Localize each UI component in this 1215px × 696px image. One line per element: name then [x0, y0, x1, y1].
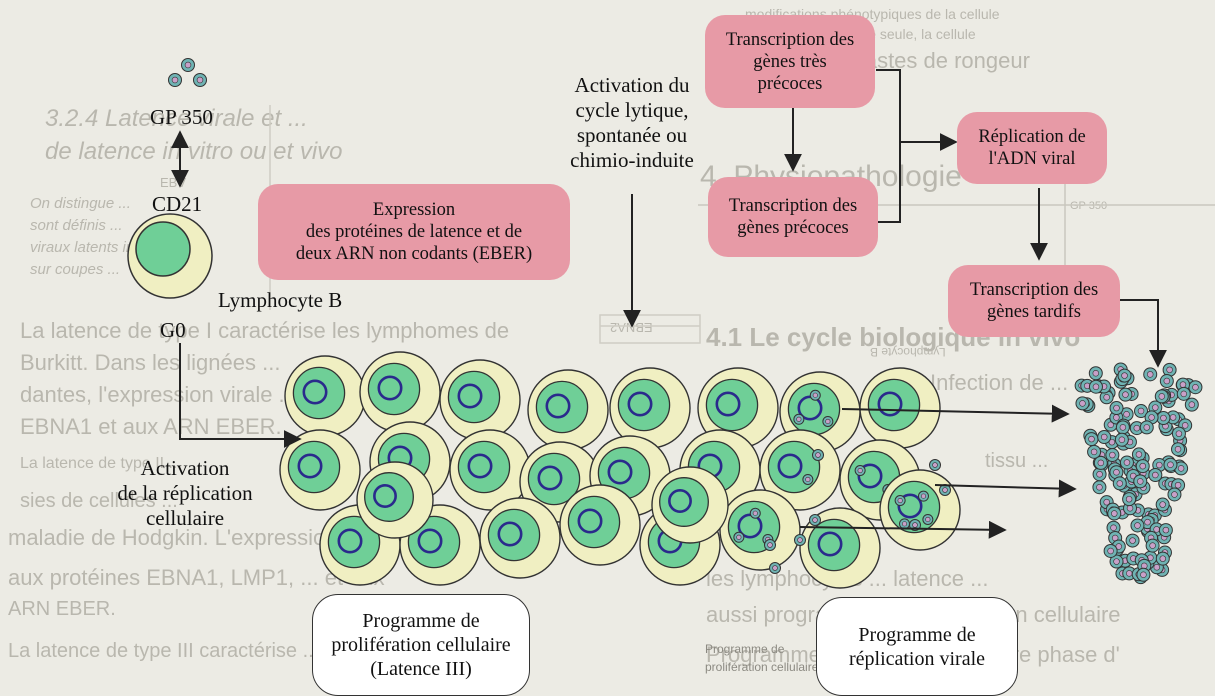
lymphocyte-b-label: Lymphocyte B: [218, 288, 342, 313]
activation-replication-label: Activation de la réplication cellulaire: [95, 456, 275, 531]
arrow-to-dna-replication: [876, 70, 900, 222]
released-virion: [1144, 368, 1157, 381]
released-virion: [1172, 427, 1185, 440]
cell: [528, 370, 608, 450]
cell: [360, 352, 440, 432]
very-early-transcription-box: Transcription des gènes très précoces: [705, 15, 875, 108]
g0-label: G0: [160, 318, 186, 343]
released-virion: [1108, 507, 1121, 520]
cell: [720, 490, 800, 570]
released-virion: [1157, 412, 1170, 425]
virion: [813, 450, 824, 461]
cell: [860, 368, 940, 448]
released-virion: [1140, 421, 1153, 434]
released-virion: [1164, 458, 1177, 471]
released-virion: [1134, 475, 1147, 488]
cell: [880, 470, 960, 550]
resting-lymphocyte-b: [128, 214, 212, 298]
released-virion: [1149, 468, 1162, 481]
cell: [357, 462, 433, 538]
arrow-g0-activation: [180, 343, 300, 439]
cd21-label: CD21: [152, 192, 202, 217]
released-virion: [1119, 388, 1132, 401]
released-virion: [1189, 381, 1202, 394]
released-virion: [1093, 481, 1106, 494]
released-virion: [1156, 552, 1169, 565]
gp350-virion: [169, 74, 182, 87]
virion: [795, 535, 806, 546]
released-virion: [1104, 544, 1117, 557]
released-virion: [1115, 433, 1128, 446]
gp350-label: GP 350: [150, 105, 213, 130]
gp350-virion: [182, 59, 195, 72]
released-virion: [1177, 387, 1190, 400]
released-virion: [1185, 398, 1198, 411]
early-transcription-box: Transcription des gènes précoces: [708, 177, 878, 257]
arrow-late-to-virions: [1118, 300, 1158, 366]
dna-replication-box: Réplication de l'ADN viral: [957, 112, 1107, 184]
cell: [610, 368, 690, 448]
cell-cluster: [280, 352, 960, 588]
proliferation-program-box: Programme de prolifération cellulaire (L…: [312, 594, 530, 696]
released-virion: [1136, 460, 1149, 473]
released-virion: [1156, 498, 1169, 511]
cell: [280, 430, 360, 510]
released-virion: [1146, 539, 1159, 552]
released-virion: [1110, 402, 1123, 415]
released-virion: [1172, 443, 1185, 456]
cell: [285, 356, 365, 436]
virion: [770, 563, 781, 574]
released-virion: [1076, 397, 1089, 410]
virion: [765, 540, 776, 551]
released-virion: [1094, 456, 1107, 469]
virion: [930, 460, 941, 471]
released-virion: [1085, 433, 1098, 446]
released-virion: [1120, 456, 1133, 469]
released-virion: [1089, 380, 1102, 393]
cell: [440, 360, 520, 440]
virion: [810, 515, 821, 526]
released-virion: [1160, 375, 1173, 388]
gp350-virion: [194, 74, 207, 87]
released-virion: [1159, 524, 1172, 537]
released-virion: [1132, 448, 1145, 461]
released-virion: [1155, 390, 1168, 403]
released-virion: [1118, 369, 1131, 382]
released-virion: [1089, 367, 1102, 380]
arrow-release-2: [935, 485, 1075, 489]
released-virion: [1168, 488, 1181, 501]
released-virion: [1113, 477, 1126, 490]
latency-expression-box: Expression des protéines de latence et d…: [258, 184, 570, 280]
cell: [652, 467, 728, 543]
released-virion: [1106, 449, 1119, 462]
released-virion: [1126, 534, 1139, 547]
viral-replication-program-box: Programme de réplication virale: [816, 597, 1018, 696]
released-virion: [1123, 493, 1136, 506]
cell: [560, 485, 640, 565]
cell: [480, 498, 560, 578]
released-virion: [1131, 519, 1144, 532]
lytic-activation-label: Activation du cycle lytique, spontanée o…: [548, 73, 716, 173]
released-virion: [1116, 421, 1129, 434]
late-transcription-box: Transcription des gènes tardifs: [948, 265, 1120, 337]
released-virion: [1098, 430, 1111, 443]
released-virion: [1137, 568, 1150, 581]
